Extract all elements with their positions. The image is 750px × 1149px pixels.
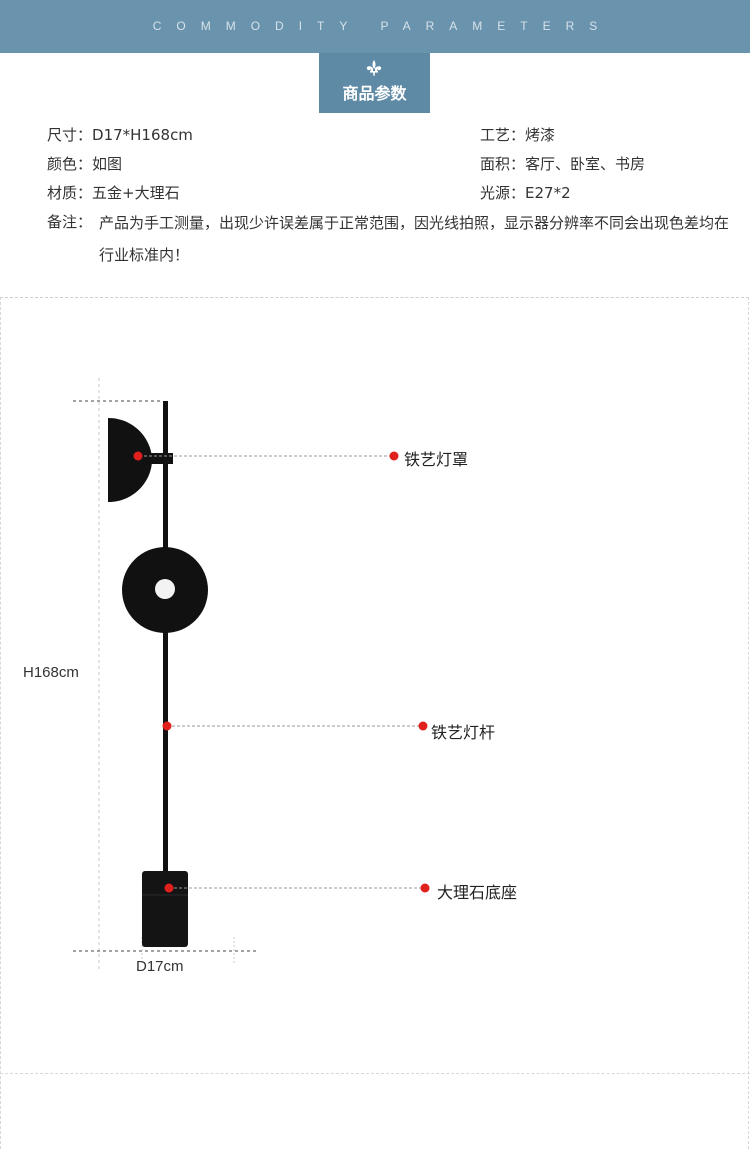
lamp-shade-upper (108, 418, 152, 502)
marker-pole-start (162, 721, 172, 731)
marker-shade-start (133, 451, 143, 461)
shade-bracket (135, 453, 173, 464)
lamp-base (142, 871, 188, 947)
header-band (0, 0, 750, 53)
param-light-key: 光源： (480, 184, 526, 202)
param-craft-value: 烤漆 (525, 126, 556, 144)
diagram-frame-divider (0, 1073, 750, 1074)
param-size-key: 尺寸： (47, 126, 93, 144)
bulb-icon (155, 579, 175, 599)
param-material-value: 五金+大理石 (92, 184, 180, 202)
marker-base-start (164, 883, 174, 893)
label-pole: 铁艺灯杆 (431, 723, 496, 742)
marker-pole-end (418, 721, 428, 731)
param-size-value: D17*H168cm (92, 126, 193, 144)
lamp-pole (163, 401, 168, 876)
param-material: 材质：五金+大理石 (47, 182, 180, 203)
label-shade: 铁艺灯罩 (404, 450, 469, 469)
param-size: 尺寸：D17*H168cm (47, 124, 193, 145)
diagram-frame (0, 297, 749, 1149)
param-color-key: 颜色： (47, 155, 93, 173)
param-material-key: 材质： (47, 184, 93, 202)
param-area: 面积：客厅、卧室、书房 (480, 153, 645, 174)
param-color-value: 如图 (92, 155, 123, 173)
param-craft: 工艺：烤漆 (480, 124, 555, 145)
param-craft-key: 工艺： (480, 126, 526, 144)
fleur-de-lis-icon (366, 60, 382, 76)
param-area-value: 客厅、卧室、书房 (525, 155, 646, 173)
param-area-key: 面积： (480, 155, 526, 173)
param-note-value: 产品为手工测量，出现少许误差属于正常范围，因光线拍照，显示器分辨率不同会出现色差… (99, 214, 730, 264)
section-title: 商品参数 (342, 84, 407, 103)
param-note-key: 备注： (47, 213, 93, 231)
header-band-text: COMMODITY PARAMETERS (152, 19, 613, 33)
section-tab: 商品参数 (319, 53, 430, 113)
marker-shade-end (389, 451, 399, 461)
param-light-value: E27*2 (525, 184, 571, 202)
label-base: 大理石底座 (437, 883, 518, 902)
param-light: 光源：E27*2 (480, 182, 571, 203)
marker-base-end (420, 883, 430, 893)
diameter-dimension: D17cm (136, 958, 184, 975)
param-color: 颜色：如图 (47, 153, 122, 174)
height-dimension: H168cm (23, 664, 79, 681)
